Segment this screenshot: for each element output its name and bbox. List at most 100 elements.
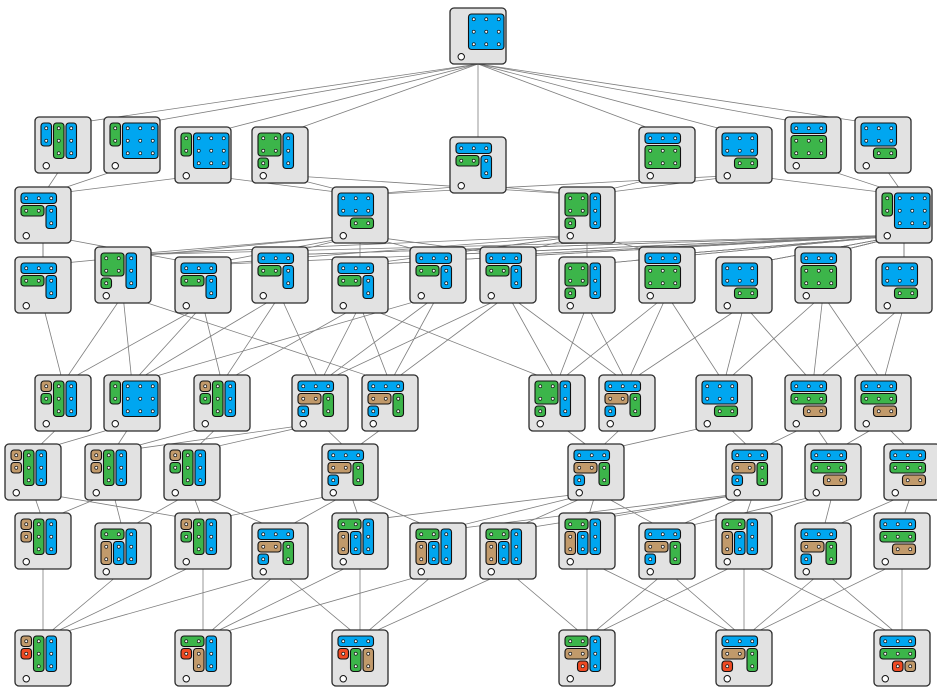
state-node[interactable] (163, 443, 221, 501)
puzzle-piece (746, 647, 759, 673)
leaf-state-node[interactable] (331, 629, 389, 687)
state-node[interactable] (715, 256, 773, 314)
state-node[interactable] (873, 512, 931, 570)
peg-hole (221, 161, 226, 166)
state-node[interactable] (174, 126, 232, 184)
peg-hole (471, 29, 476, 34)
peg-hole (353, 639, 358, 644)
state-node[interactable] (854, 116, 912, 174)
leaf-state-node[interactable] (14, 629, 72, 687)
state-node[interactable] (638, 246, 696, 304)
tree-edge (477, 63, 814, 126)
puzzle-piece (349, 530, 362, 556)
empty-slot-icon (42, 162, 50, 170)
state-node[interactable] (94, 246, 152, 304)
state-node[interactable] (725, 443, 783, 501)
peg-hole (905, 465, 910, 470)
state-node[interactable] (479, 522, 537, 580)
peg-hole (24, 278, 29, 283)
state-node[interactable] (193, 374, 251, 432)
peg-hole (129, 268, 134, 273)
state-node[interactable] (331, 186, 389, 244)
peg-hole (737, 522, 742, 527)
state-node[interactable] (174, 256, 232, 314)
state-node[interactable] (14, 512, 72, 570)
state-node[interactable] (695, 374, 753, 432)
state-node[interactable] (883, 443, 937, 501)
state-node[interactable] (875, 186, 933, 244)
state-node[interactable] (804, 443, 862, 501)
state-node[interactable] (794, 246, 852, 304)
state-node[interactable] (14, 186, 72, 244)
peg-hole (897, 208, 902, 213)
empty-slot-icon (92, 489, 100, 497)
peg-hole (593, 196, 598, 201)
state-node[interactable] (103, 374, 161, 432)
state-node[interactable] (331, 256, 389, 314)
state-node[interactable] (103, 116, 161, 174)
peg-hole (444, 281, 449, 286)
puzzle-piece (881, 192, 894, 217)
state-node[interactable] (251, 126, 309, 184)
peg-hole (261, 532, 266, 537)
leaf-state-node[interactable] (715, 629, 773, 687)
peg-hole (580, 547, 585, 552)
state-node[interactable] (558, 256, 616, 314)
state-node[interactable] (558, 186, 616, 244)
peg-hole (897, 221, 902, 226)
state-node[interactable] (638, 126, 696, 184)
state-node[interactable] (291, 374, 349, 432)
peg-hole (501, 544, 506, 549)
peg-hole (608, 396, 613, 401)
state-node[interactable] (784, 374, 842, 432)
state-node[interactable] (638, 522, 696, 580)
puzzle-piece (415, 264, 440, 277)
peg-hole (125, 396, 130, 401)
peg-hole (138, 396, 143, 401)
state-node[interactable] (449, 136, 507, 194)
state-node[interactable] (875, 256, 933, 314)
state-node[interactable] (34, 374, 92, 432)
puzzle-piece (564, 518, 589, 531)
peg-hole (577, 478, 582, 483)
peg-hole (116, 256, 121, 261)
state-node[interactable] (784, 116, 842, 174)
peg-hole (895, 651, 900, 656)
peg-hole (806, 396, 811, 401)
state-node[interactable] (558, 512, 616, 570)
empty-slot-icon (22, 232, 30, 240)
state-node[interactable] (598, 374, 656, 432)
state-node[interactable] (174, 512, 232, 570)
state-node[interactable] (94, 522, 152, 580)
state-node[interactable] (715, 126, 773, 184)
state-node[interactable] (251, 246, 309, 304)
state-node[interactable] (794, 522, 852, 580)
state-node[interactable] (854, 374, 912, 432)
state-node[interactable] (4, 443, 62, 501)
state-node[interactable] (321, 443, 379, 501)
peg-hole (203, 396, 208, 401)
tree-edge (359, 570, 439, 639)
state-node[interactable] (528, 374, 586, 432)
state-node[interactable] (409, 522, 467, 580)
leaf-state-node[interactable] (174, 629, 232, 687)
state-node[interactable] (409, 246, 467, 304)
peg-hole (673, 544, 678, 549)
leaf-state-node[interactable] (873, 629, 931, 687)
state-node[interactable] (331, 512, 389, 570)
peg-hole (885, 266, 890, 271)
puzzle-piece (322, 392, 335, 418)
puzzle-piece (733, 287, 759, 300)
state-node[interactable] (251, 522, 309, 580)
state-node[interactable] (14, 256, 72, 314)
leaf-state-node[interactable] (558, 629, 616, 687)
peg-hole (876, 151, 881, 156)
state-node[interactable] (715, 512, 773, 570)
state-node[interactable] (361, 374, 419, 432)
root-state-node[interactable] (449, 7, 507, 65)
state-node[interactable] (567, 443, 625, 501)
peg-hole (198, 465, 203, 470)
state-node[interactable] (34, 116, 92, 174)
state-node[interactable] (84, 443, 142, 501)
state-node[interactable] (479, 246, 537, 304)
